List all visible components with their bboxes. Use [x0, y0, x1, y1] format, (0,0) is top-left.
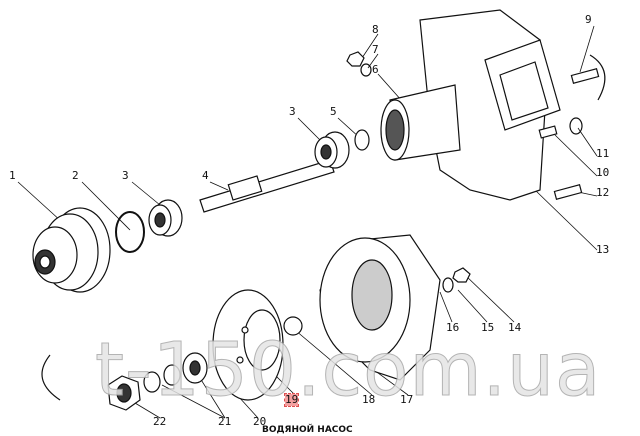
watermark: t-150.com.ua [94, 327, 602, 413]
callout-16: 16 [446, 321, 460, 334]
callout-2: 2 [72, 169, 79, 182]
diagram-title: ВОДЯНОЙ НАСОС [262, 425, 353, 435]
part-bearing [148, 199, 183, 237]
callout-21: 21 [218, 415, 232, 428]
part-nut-14 [452, 267, 471, 283]
callout-14: 14 [508, 321, 522, 334]
part-lower-housing [319, 234, 441, 381]
callout-20: 20 [253, 415, 267, 428]
part-stud-9 [570, 68, 600, 84]
callout-6: 6 [372, 63, 379, 76]
callout-10: 10 [596, 166, 610, 179]
part-washer-7 [360, 63, 372, 77]
rotation-arrow-left [41, 354, 61, 401]
callout-11: 11 [596, 147, 610, 160]
part-impeller [212, 289, 284, 401]
callout-7: 7 [372, 43, 379, 56]
callout-4: 4 [202, 169, 209, 182]
callout-9: 9 [585, 13, 592, 26]
callout-22: 22 [153, 415, 167, 428]
callout-3: 3 [122, 169, 129, 182]
callout-12: 12 [596, 186, 610, 199]
callout-1: 1 [9, 169, 16, 182]
part-stud-12 [553, 184, 583, 200]
callout-15: 15 [481, 321, 495, 334]
part-nut-8 [346, 51, 365, 67]
part-seal-18 [283, 316, 303, 336]
callout-5: 5 [330, 105, 337, 118]
callout-3-upper: 3 [289, 105, 296, 118]
part-bearings-21 [143, 352, 208, 393]
callout-13: 13 [596, 243, 610, 256]
part-pump-housing [380, 9, 561, 201]
callout-17: 17 [400, 393, 414, 406]
callout-8: 8 [372, 23, 379, 36]
part-washer-11 [569, 117, 583, 135]
callout-18: 18 [362, 393, 376, 406]
part-pulley [32, 207, 111, 293]
callout-19-highlighted: 19 [283, 393, 300, 407]
part-circlip [115, 211, 145, 253]
part-seal [354, 129, 370, 151]
part-bearing-upper [314, 131, 350, 169]
rotation-arrow-right [589, 54, 606, 101]
part-pin-10 [538, 125, 558, 139]
part-nut-22 [107, 375, 141, 411]
part-shaft [199, 159, 335, 213]
part-washer-15 [442, 277, 454, 293]
